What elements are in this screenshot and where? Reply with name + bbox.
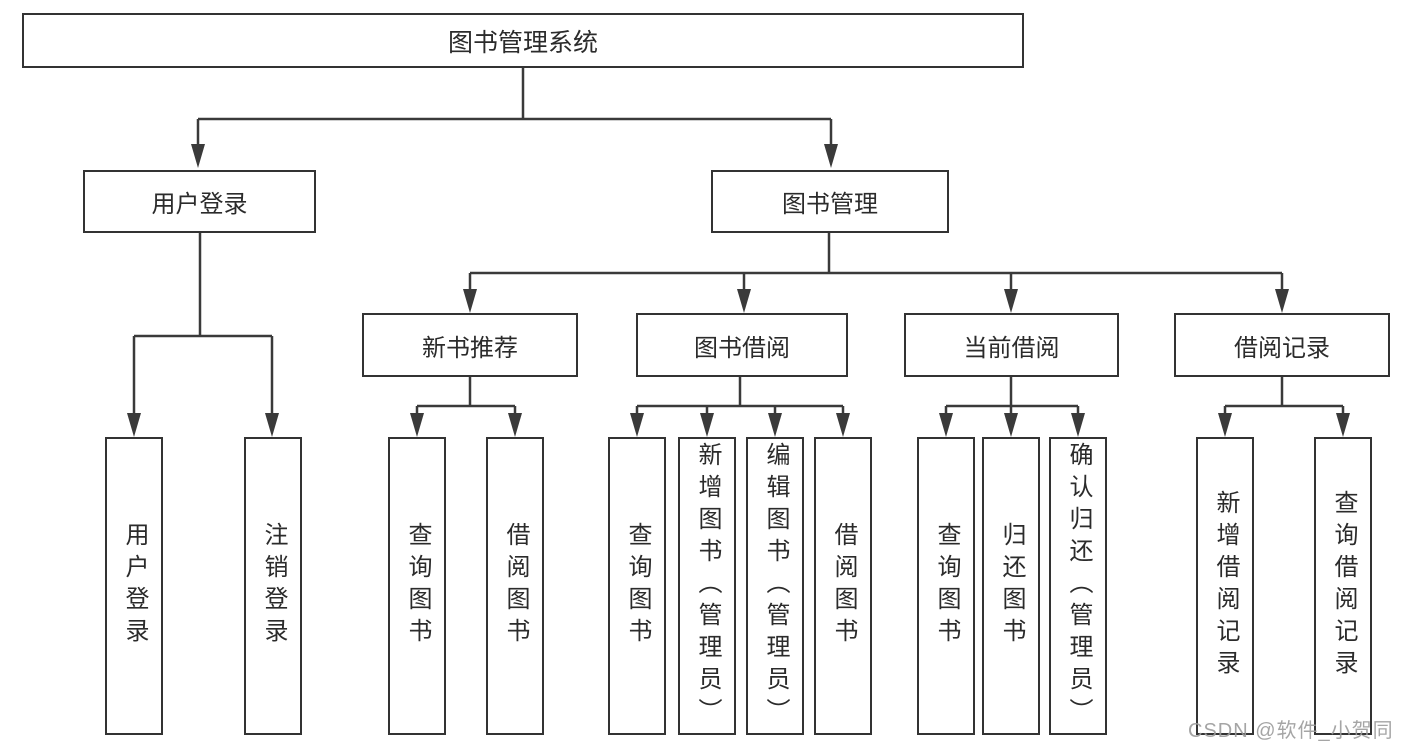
arrowhead: [700, 413, 714, 437]
arrowhead: [768, 413, 782, 437]
node-library-management-system: 图书管理系统: [22, 13, 1024, 68]
arrowhead: [191, 144, 205, 168]
connector-user-login-to-leaves: [127, 233, 279, 437]
node-book-borrow: 图书借阅: [636, 313, 848, 377]
arrowhead: [265, 413, 279, 437]
arrowhead: [836, 413, 850, 437]
arrowhead: [1004, 289, 1018, 313]
arrowhead: [1275, 289, 1289, 313]
connector-borrow-record-to-leaves: [1218, 377, 1350, 437]
connector-book-borrow-to-leaves: [630, 377, 850, 437]
leaf-user-login: 用户登录: [105, 437, 163, 735]
leaf-confirm-return-admin: 确认归还（管理员）: [1049, 437, 1107, 735]
node-current-borrow: 当前借阅: [904, 313, 1119, 377]
arrowhead: [463, 289, 477, 313]
arrowhead: [630, 413, 644, 437]
leaf-query-borrow-record: 查询借阅记录: [1314, 437, 1372, 735]
arrowhead: [127, 413, 141, 437]
arrowhead: [939, 413, 953, 437]
connector-current-borrow-to-leaves: [939, 377, 1085, 437]
arrowhead: [410, 413, 424, 437]
leaf-logout-login: 注销登录: [244, 437, 302, 735]
node-user-login: 用户登录: [83, 170, 316, 233]
node-borrow-record: 借阅记录: [1174, 313, 1390, 377]
arrowhead: [1004, 413, 1018, 437]
leaf-query-books-borrow: 查询图书: [608, 437, 666, 735]
node-new-book-recommend: 新书推荐: [362, 313, 578, 377]
arrowhead: [824, 144, 838, 168]
connector-root-to-level2: [191, 67, 838, 168]
csdn-watermark: CSDN @软件_小贺同学: [1188, 720, 1394, 742]
arrowhead: [737, 289, 751, 313]
leaf-borrow-books: 借阅图书: [814, 437, 872, 735]
arrowhead: [1336, 413, 1350, 437]
leaf-query-books-recommend: 查询图书: [388, 437, 446, 735]
leaf-return-books: 归还图书: [982, 437, 1040, 735]
leaf-query-books-current: 查询图书: [917, 437, 975, 735]
connector-new-book-recommend-to-leaves: [410, 377, 522, 437]
connector-book-management-to-level3: [463, 233, 1289, 313]
leaf-borrow-books-recommend: 借阅图书: [486, 437, 544, 735]
node-book-management: 图书管理: [711, 170, 949, 233]
arrowhead: [508, 413, 522, 437]
arrowhead: [1071, 413, 1085, 437]
arrowhead: [1218, 413, 1232, 437]
leaf-add-borrow-record: 新增借阅记录: [1196, 437, 1254, 735]
leaf-add-books-admin: 新增图书（管理员）: [678, 437, 736, 735]
leaf-edit-books-admin: 编辑图书（管理员）: [746, 437, 804, 735]
